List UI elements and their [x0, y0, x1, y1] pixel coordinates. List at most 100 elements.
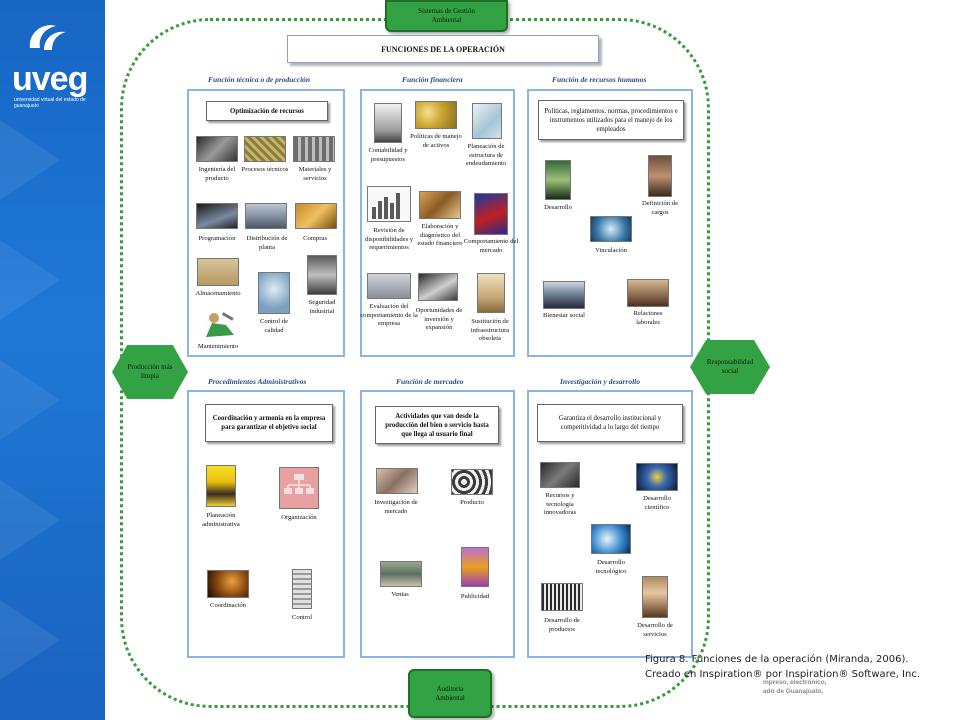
- panel-title-rrhh: Función de recursos humanos: [552, 75, 647, 84]
- decor-shape: [0, 240, 60, 320]
- item-label: Procesos técnicos: [241, 166, 289, 173]
- caption-line-1: Figura 8. Funciones de la operación (Mir…: [645, 654, 909, 665]
- market-research-image: [376, 468, 418, 494]
- labor-relations-image: [627, 279, 669, 307]
- item-label: Investigación de mercado: [374, 499, 418, 515]
- item-label: Oportunidades de inversión y expansión: [415, 307, 463, 331]
- debt-planning-image: [472, 103, 502, 139]
- item-label: Producto: [460, 499, 484, 506]
- sales-image: [380, 561, 422, 587]
- panel-header-mercadeo: Actividades que van desde la producción …: [375, 406, 499, 444]
- organization-image: [279, 467, 319, 509]
- scheduling-image: [196, 203, 238, 229]
- panel-header-admin: Coordinación y armonía en la empresa par…: [205, 404, 333, 442]
- market-behavior-image: [474, 193, 508, 235]
- brand-strip: uveg universidad virtual del estado de g…: [0, 0, 105, 720]
- infrastructure-image: [477, 273, 505, 313]
- panel-title-id: Investigación y desarrollo: [560, 377, 640, 386]
- item-label: Control de calidad: [259, 318, 289, 334]
- item-label: Revisión de disponibilidades y requerimi…: [364, 227, 414, 251]
- item-label: Ingeniería del producto: [198, 166, 236, 182]
- job-definition-image: [648, 155, 672, 197]
- availability-chart-image: [367, 186, 411, 222]
- item-label: Planeación administrativa: [202, 512, 240, 528]
- evaluation-image: [367, 273, 411, 299]
- item-label: Almacenamiento: [195, 290, 241, 297]
- node-sistemas-gestion-ambiental: Sistemas de Gestión Ambiental: [385, 0, 508, 32]
- node-responsabilidad-social: Responsabilidad social: [690, 340, 770, 394]
- node-produccion-mas-limpia: Producción más limpia: [112, 345, 188, 399]
- item-label: Programación: [198, 235, 236, 242]
- node-auditoria-ambiental: Auditoria Ambiental: [408, 669, 492, 718]
- item-label: Seguridad industrial: [308, 299, 336, 315]
- caption-line-2: Creado en Inspiration® por Inspiration® …: [645, 669, 921, 680]
- caption-tail-2: ado de Guanajuato.: [763, 688, 824, 695]
- node-label: Producción más limpia: [127, 363, 173, 380]
- coordination-image: [207, 570, 249, 598]
- advertising-image: [461, 547, 489, 587]
- main-title: FUNCIONES DE LA OPERACIÓN: [287, 35, 599, 63]
- item-label: Sustitución de infraestructura obsoleta: [470, 318, 510, 342]
- item-label: Ventas: [391, 591, 409, 598]
- logo-wordmark: uveg: [12, 60, 88, 98]
- item-label: Control: [291, 614, 313, 621]
- item-label: Vinculación: [595, 247, 627, 254]
- materials-image: [293, 136, 335, 162]
- item-label: Definición de cargos: [641, 200, 679, 216]
- item-label: Organización: [281, 514, 317, 521]
- decor-shape: [0, 480, 60, 560]
- item-label: Publicidad: [460, 593, 490, 600]
- panel-title-mercadeo: Función de mercadeo: [396, 377, 464, 386]
- development-image: [545, 160, 571, 200]
- item-label: Políticas de manejo de activos: [410, 133, 462, 149]
- coins-image: [415, 101, 457, 129]
- node-label: Responsabilidad social: [706, 358, 754, 375]
- item-label: Desarrollo de productos: [544, 617, 580, 633]
- quality-control-image: [258, 272, 290, 314]
- panel-title-admin: Procedimientos Administrativos: [208, 377, 307, 386]
- industrial-safety-image: [307, 255, 337, 295]
- linkage-image: [590, 216, 632, 242]
- item-label: Compras: [303, 235, 327, 242]
- item-label: Contabilidad y presupuestos: [368, 147, 408, 163]
- caption-tail-1: mpreso, electrónico,: [763, 679, 827, 686]
- engineering-image: [196, 136, 238, 162]
- item-label: Recursos y tecnología innovadoras: [543, 492, 577, 516]
- financial-statement-image: [419, 191, 461, 219]
- item-label: Distribución de planta: [246, 235, 288, 251]
- node-label: Sistemas de Gestión Ambiental: [418, 7, 475, 24]
- admin-planning-image: [206, 465, 236, 507]
- innovative-tech-image: [540, 462, 580, 488]
- control-remote-image: [292, 569, 312, 609]
- item-label: Coordinación: [210, 602, 246, 609]
- logo-subtitle: universidad virtual del estado de guanaj…: [14, 97, 86, 109]
- item-label: Desarrollo científico: [643, 495, 671, 511]
- panel-header-rrhh: Políticas, reglamentos, normas, procedim…: [538, 100, 684, 140]
- accounting-image: [374, 103, 402, 143]
- item-label: Elaboración y diagnóstico del estado fin…: [417, 223, 463, 247]
- technological-development-image: [591, 524, 631, 554]
- decor-shape: [0, 120, 60, 200]
- process-image: [244, 136, 286, 162]
- service-development-image: [642, 576, 668, 618]
- panel-title-financiera: Función financiera: [402, 75, 463, 84]
- panel-header-tecnica: Optimización de recursos: [206, 101, 328, 121]
- plant-layout-image: [245, 203, 287, 229]
- node-label: Auditoria Ambiental: [435, 684, 465, 702]
- item-label: Desarrollo tecnológico: [595, 559, 627, 575]
- investment-image: [418, 273, 458, 301]
- item-label: Planeación de estructura de endeudamient…: [465, 143, 507, 167]
- item-label: Comportamiento del mercado: [463, 238, 519, 254]
- figure-caption: Figura 8. Funciones de la operación (Mir…: [645, 652, 955, 682]
- panel-header-id: Garantiza el desarrollo institucional y …: [537, 404, 683, 442]
- item-label: Mantenimiento: [197, 343, 239, 350]
- item-label: Materiales y servicios: [298, 166, 332, 182]
- item-label: Evaluación del comportamiento de la empr…: [360, 303, 418, 327]
- maintenance-icon: [200, 311, 238, 339]
- item-label: Bienestar social: [543, 312, 585, 319]
- scientific-development-image: [636, 463, 678, 491]
- purchasing-image: [295, 203, 337, 229]
- item-label: Relaciones laborales: [633, 310, 663, 326]
- product-image: [451, 469, 493, 495]
- decor-shape: [0, 600, 60, 680]
